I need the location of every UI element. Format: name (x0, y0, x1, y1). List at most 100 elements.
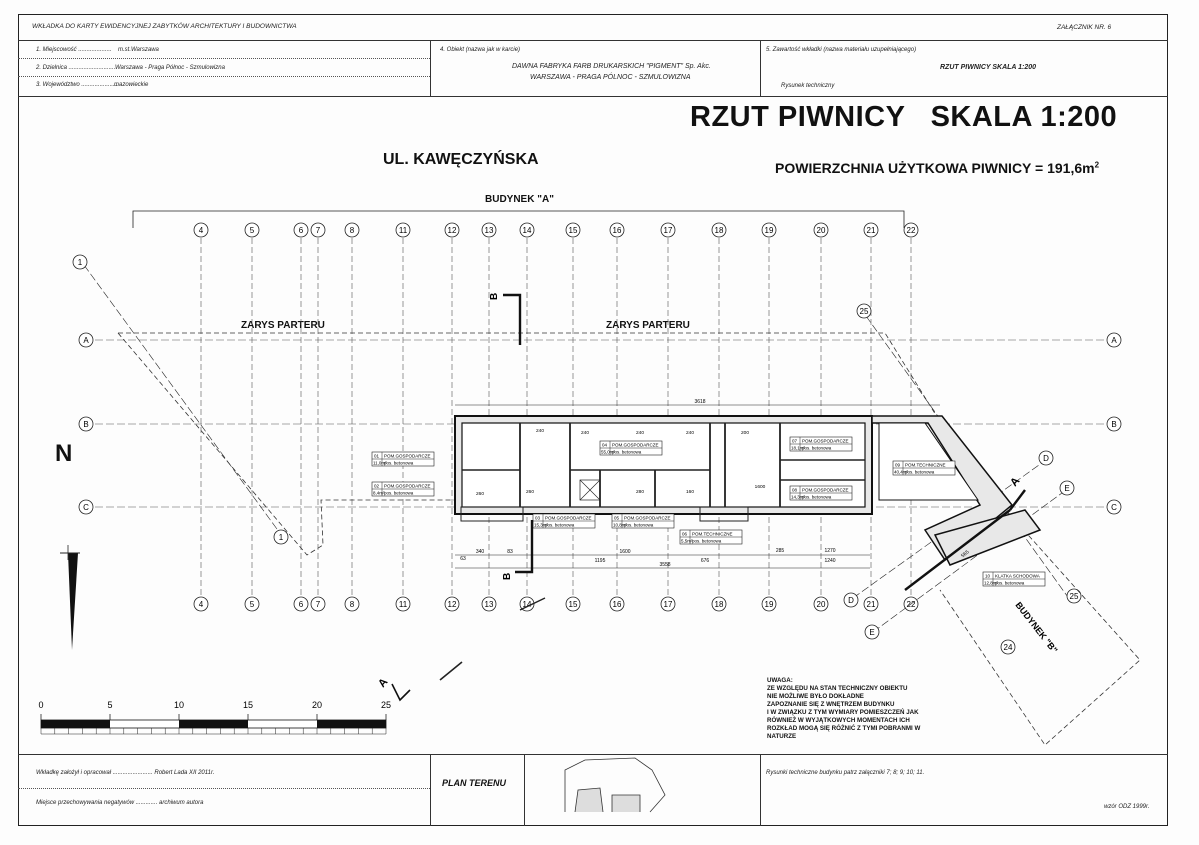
field-content-sub: Rysunek techniczny (781, 83, 835, 89)
axis-bubble-top (813, 222, 829, 238)
axis-label-top: 17 (664, 226, 673, 235)
note-block: UWAGA: ZE WZGLĘDU NA STAN TECHNICZNY OBI… (767, 677, 920, 741)
room-floor: pos. betonowa (384, 491, 414, 496)
row-label-right: B (1111, 420, 1116, 429)
section-mark-a: A (376, 676, 390, 690)
header-rule (18, 96, 1168, 97)
axis-label-bottom: 13 (485, 600, 494, 609)
usable-area-text: POWIERZCHNIA UŻYTKOWA PIWNICY = 191,6m (775, 160, 1095, 176)
axis-bubble-top (481, 222, 497, 238)
dimension-value: 240 (686, 430, 694, 436)
axis-bubble-top (344, 222, 360, 238)
room-area: 12,8m² (984, 581, 999, 586)
room-number: 04 (602, 443, 608, 448)
axis-label-top: 16 (613, 226, 622, 235)
axis-bubble-top (903, 222, 919, 238)
axis-bubble-top (193, 222, 209, 238)
room-area: 40,4m² (894, 470, 909, 475)
diag-label: 1 (279, 533, 284, 542)
axis-bubble-top (863, 222, 879, 238)
row-label-left: A (83, 336, 89, 345)
room-name: POM.TECHNICZNE (692, 532, 733, 537)
diag-bubble (843, 592, 859, 608)
axis-label-bottom: 18 (715, 600, 724, 609)
room-area: 15,3m² (534, 523, 549, 528)
dimension-value: 1600 (755, 484, 766, 490)
row-bubble-right (1106, 416, 1122, 432)
diagonal-axis (872, 489, 1067, 633)
note-line: NATURZE (767, 733, 797, 740)
axis-label-top: 21 (867, 226, 876, 235)
diag-label: 25 (1070, 592, 1079, 601)
room-area: 8,4m² (373, 491, 385, 496)
dimension-value: 200 (741, 430, 749, 436)
dimension-value: 240 (636, 430, 644, 436)
footer-drawings-note: Rysunki techniczne budynku patrz załączn… (766, 770, 925, 776)
diagonal-axis (865, 315, 1071, 601)
shaft-cross (579, 479, 601, 501)
section-line-b (519, 597, 546, 611)
axis-bubble-top (761, 222, 777, 238)
room-name: POM.GOSPODARCZE (624, 516, 671, 521)
field-locality-label: 1. Miejscowość .................... (36, 47, 112, 53)
axis-label-top: 14 (523, 226, 532, 235)
north-label: N (55, 440, 73, 467)
dimension-value: 160 (686, 489, 694, 495)
street-name: UL. KAWĘCZYŃSKA (383, 151, 539, 168)
room-number: 03 (535, 516, 541, 521)
section-line-a (1009, 489, 1026, 511)
room-name: POM.GOSPODARCZE (384, 484, 431, 489)
dimension-value: 260 (526, 489, 534, 495)
axis-label-top: 15 (569, 226, 578, 235)
axis-bubble-top (310, 222, 326, 238)
diagonal-axis (83, 264, 286, 541)
diag-bubble (1059, 480, 1075, 496)
axis-label-bottom: 19 (765, 600, 774, 609)
dimension-value: 83 (507, 549, 513, 555)
row-bubble-left (78, 332, 94, 348)
axis-label-bottom: 7 (316, 600, 321, 609)
note-line: ZE WZGLĘDU NA STAN TECHNICZNY OBIEKTU (767, 685, 908, 692)
dimension-value: 565 (960, 549, 970, 559)
sheet-frame (18, 14, 1168, 826)
dimension-value: 240 (581, 430, 589, 436)
room-number: 09 (895, 463, 901, 468)
field-district-value: Warszawa - Praga Północ - Szmulowizna (115, 65, 225, 71)
diag-label: D (848, 596, 854, 605)
room-number: 05 (614, 516, 620, 521)
usable-area-sup: 2 (1094, 160, 1100, 170)
usable-area: POWIERZCHNIA UŻYTKOWA PIWNICY = 191,6m2 (775, 160, 1099, 176)
row-bubble-left (78, 416, 94, 432)
scale-label: 0 (38, 700, 43, 710)
room-floor: pos. betonowa (995, 581, 1025, 586)
scale-bar-segment (41, 720, 110, 728)
axis-bubble-bottom (444, 596, 460, 612)
site-plan-building (574, 787, 604, 813)
room-floor: pos. betonowa (545, 523, 575, 528)
row-label-left: C (83, 503, 89, 512)
axis-label-bottom: 21 (867, 600, 876, 609)
dimension-value: 3558 (659, 562, 670, 568)
section-line-a (904, 509, 1011, 591)
dimension-value: 1195 (595, 558, 606, 564)
scale-label: 5 (107, 700, 112, 710)
axis-label-top: 18 (715, 226, 724, 235)
diag-bubble (1066, 588, 1082, 604)
diag-label: 25 (860, 307, 869, 316)
scale-label: 10 (174, 700, 184, 710)
note-line: RÓWNIEŻ W WYJĄTKOWYCH MOMENTACH ICH (767, 717, 910, 724)
shaft (579, 479, 601, 501)
axis-bubble-bottom (481, 596, 497, 612)
room-area: 11,0m² (373, 461, 387, 466)
diag-bubble (1038, 450, 1054, 466)
axis-label-bottom: 20 (817, 600, 826, 609)
axis-label-bottom: 12 (448, 600, 457, 609)
section-line-b (503, 293, 522, 345)
row-bubble-left (78, 499, 94, 515)
zarys-label-right: ZARYS PARTERU (606, 320, 690, 331)
room-floor: pos. betonowa (384, 461, 414, 466)
axis-label-top: 4 (199, 226, 204, 235)
axis-bubble-bottom (244, 596, 260, 612)
room-floor: pos. betonowa (905, 470, 935, 475)
axis-bubble-top (293, 222, 309, 238)
